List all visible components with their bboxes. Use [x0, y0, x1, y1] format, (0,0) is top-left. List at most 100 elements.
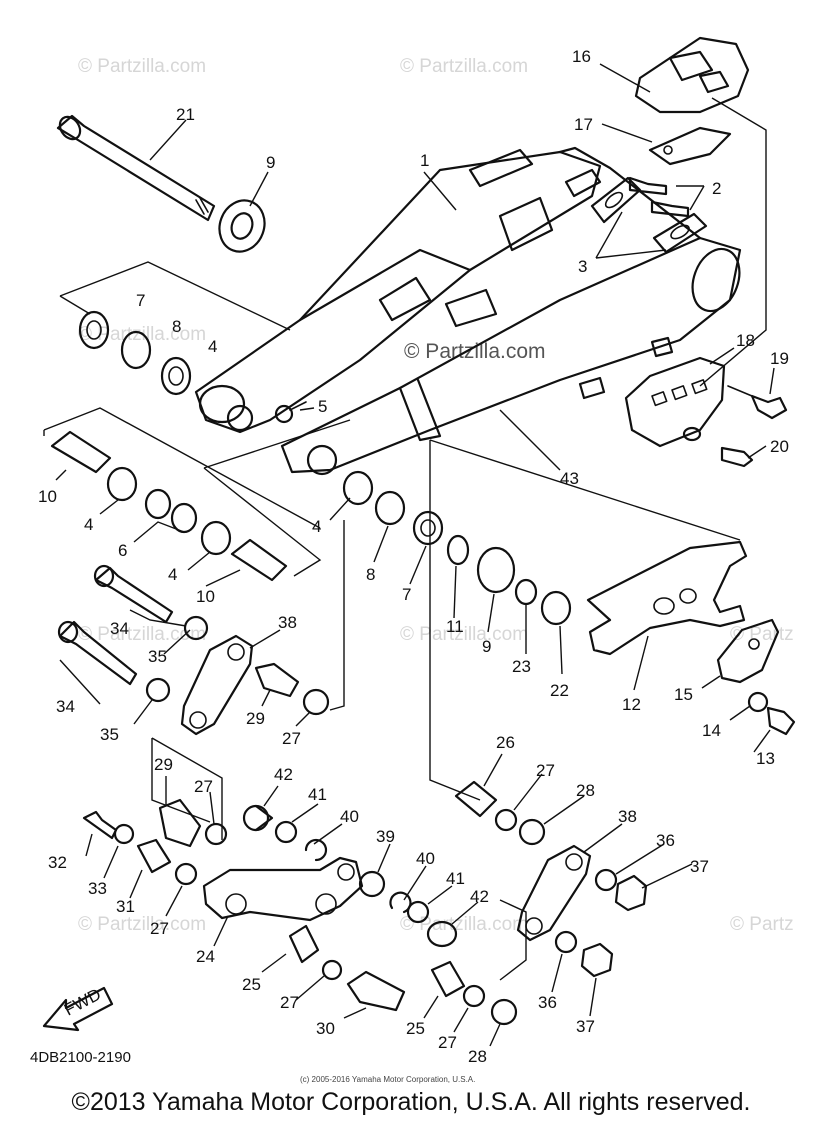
callout-1: 1	[420, 151, 429, 170]
small-copyright: (c) 2005-2016 Yamaha Motor Corporation, …	[300, 1075, 475, 1084]
callout-7: 7	[402, 585, 411, 604]
diagram-code: 4DB2100-2190	[30, 1049, 131, 1066]
swingarm-body-part	[194, 146, 742, 476]
callout-11: 11	[446, 617, 464, 636]
callout-25: 25	[406, 1019, 425, 1038]
callout-41: 41	[308, 785, 327, 804]
collar-25-right-part	[430, 960, 518, 1026]
callout-31: 31	[116, 897, 135, 916]
watermark-top-left: © Partzilla.com	[78, 56, 206, 77]
callout-32: 32	[48, 853, 67, 872]
callout-37: 37	[690, 857, 709, 876]
bushing-42-left-part	[242, 804, 328, 862]
bolts-34-part	[57, 564, 174, 686]
callout-15: 15	[674, 685, 693, 704]
bearing-39-42-group-part	[358, 870, 458, 948]
callout-4: 4	[208, 337, 217, 356]
copyright-notice: ©2013 Yamaha Motor Corporation, U.S.A. A…	[71, 1088, 751, 1116]
callout-18: 18	[736, 331, 755, 350]
collar-29-lower-part	[158, 798, 228, 848]
watermark-bottom-right: © Partz	[730, 914, 794, 935]
callout-35: 35	[148, 647, 167, 666]
callout-38: 38	[278, 613, 297, 632]
watermark-lower-left: © Partzilla.com	[78, 624, 206, 645]
collar-31-part	[136, 838, 198, 886]
callout-40: 40	[416, 849, 435, 868]
callout-38: 38	[618, 807, 637, 826]
callout-numbers: 1 2 3 4 4 4 4 5 6 7 7 8 8 9 9 10 10 11 1…	[38, 47, 789, 1066]
screws-2-part	[628, 176, 690, 218]
bolt-20-part	[682, 426, 754, 468]
callout-27: 27	[280, 993, 299, 1012]
callout-28: 28	[576, 781, 595, 800]
forward-arrow-icon: FWD	[42, 985, 114, 1032]
callout-7: 7	[136, 291, 145, 310]
callout-27: 27	[438, 1033, 457, 1052]
callout-8: 8	[172, 317, 181, 336]
callout-8: 8	[366, 565, 375, 584]
washer-14-part	[747, 691, 769, 713]
callout-29: 29	[246, 709, 265, 728]
callout-9: 9	[266, 153, 275, 172]
washer-36-nut-37-lower-part	[554, 930, 614, 978]
bolt-19-part	[727, 385, 788, 420]
callout-4: 4	[84, 515, 93, 534]
callout-22: 22	[550, 681, 569, 700]
callout-27: 27	[536, 761, 555, 780]
washers-35-part	[145, 615, 209, 703]
callout-10: 10	[196, 587, 215, 606]
chain-guard-17-part	[648, 126, 732, 166]
bolt-30-part	[346, 970, 406, 1012]
watermark-center: © Partzilla.com	[404, 340, 546, 363]
callout-33: 33	[88, 879, 107, 898]
callout-41: 41	[446, 869, 465, 888]
callout-26: 26	[496, 733, 515, 752]
relay-arm-12-part	[586, 540, 748, 656]
callout-12: 12	[622, 695, 641, 714]
leader-lines	[43, 63, 775, 1047]
callout-21: 21	[176, 105, 195, 124]
callout-20: 20	[770, 437, 789, 456]
callout-3: 3	[578, 257, 587, 276]
callout-4: 4	[312, 517, 321, 536]
callout-2: 2	[712, 179, 721, 198]
callout-43: 43	[560, 469, 579, 488]
bearing-group-center-part	[342, 470, 444, 546]
collar-26-group-part	[454, 780, 546, 846]
callout-16: 16	[572, 47, 591, 66]
callout-19: 19	[770, 349, 789, 368]
slider-plates-3-part	[590, 176, 708, 254]
bolt-32-part	[82, 810, 118, 840]
callout-14: 14	[702, 721, 721, 740]
callout-27: 27	[282, 729, 301, 748]
callout-17: 17	[574, 115, 593, 134]
bolt-5-part	[274, 401, 307, 424]
link-bearing-group-part	[446, 534, 572, 626]
callout-36: 36	[538, 993, 557, 1012]
watermark-bottom-center: © Partzilla.com	[400, 914, 528, 935]
callout-42: 42	[274, 765, 293, 784]
callout-34: 34	[56, 697, 75, 716]
connecting-rod-38-upper-part	[180, 634, 254, 736]
plate-15-part	[716, 618, 780, 684]
pivot-shaft-part	[56, 114, 216, 222]
connecting-rod-38-lower-part	[516, 844, 592, 942]
partzilla-watermarks: © Partzilla.com © Partzilla.com © Partzi…	[78, 56, 794, 935]
chain-guide-16-part	[634, 36, 750, 114]
callout-36: 36	[656, 831, 675, 850]
callout-13: 13	[756, 749, 775, 768]
fwd-label: FWD	[61, 985, 104, 1020]
callout-39: 39	[376, 827, 395, 846]
callout-10: 10	[38, 487, 57, 506]
callout-4: 4	[168, 565, 177, 584]
watermark-top-center: © Partzilla.com	[400, 56, 528, 77]
callout-6: 6	[118, 541, 127, 560]
bearing-group-top-part	[78, 310, 192, 396]
oil-seal-top-part	[218, 199, 266, 253]
callout-27: 27	[150, 919, 169, 938]
watermark-lower-center: © Partzilla.com	[400, 624, 528, 645]
callout-5: 5	[318, 397, 327, 416]
callout-23: 23	[512, 657, 531, 676]
callout-35: 35	[100, 725, 119, 744]
